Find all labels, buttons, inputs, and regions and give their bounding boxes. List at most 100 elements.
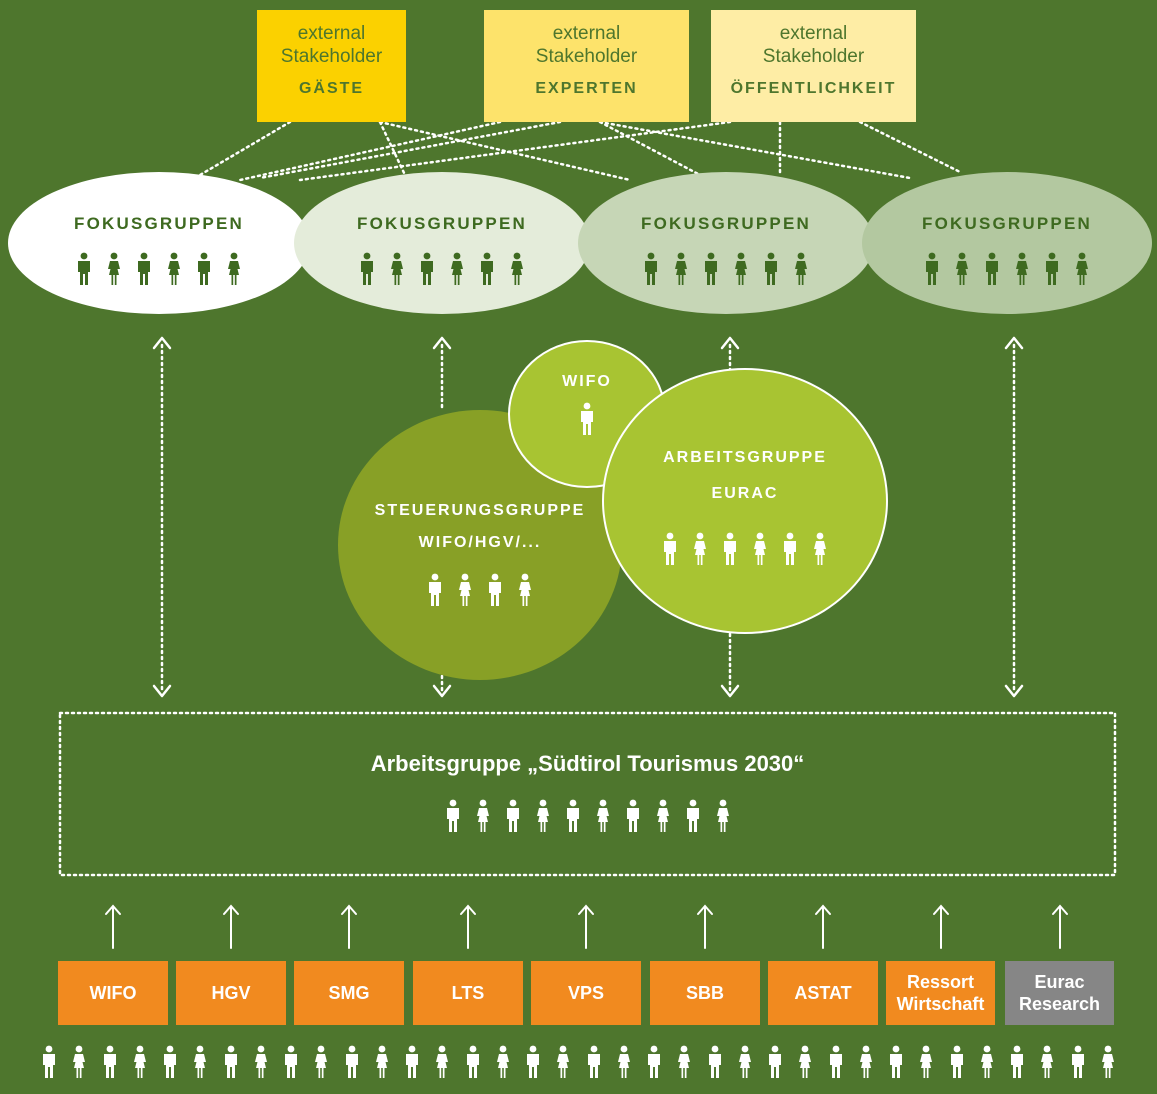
person-male-icon — [527, 1045, 539, 1078]
person-male-icon — [626, 799, 639, 832]
focus-group-label: FOKUSGRUPPEN — [357, 214, 527, 233]
arrow-up-icon — [1052, 904, 1068, 949]
organization-box: Ressort Wirtschaft — [886, 961, 995, 1025]
person-female-icon — [859, 1045, 872, 1078]
person-female-icon — [956, 252, 968, 285]
stakeholder-line1: external — [552, 23, 621, 44]
steering-group-label-1: STEUERUNGSGRUPPE — [374, 502, 586, 519]
organization-box: SMG — [294, 961, 404, 1025]
stakeholder-line2: Stakeholder — [535, 46, 638, 67]
organization-box: VPS — [531, 961, 641, 1025]
person-female-icon — [511, 252, 523, 285]
link-line — [858, 120, 962, 174]
person-male-icon — [784, 532, 796, 565]
person-male-icon — [686, 799, 699, 832]
person-male-icon — [1011, 1045, 1023, 1078]
people-row — [338, 573, 622, 607]
person-female-icon — [375, 1045, 388, 1078]
arrow-up-icon — [105, 904, 121, 949]
working-group-box: Arbeitsgruppe „Südtirol Tourismus 2030“ — [60, 713, 1115, 875]
person-female-icon — [391, 252, 403, 285]
person-male-icon — [645, 252, 657, 285]
person-female-icon — [596, 799, 609, 832]
person-female-icon — [716, 799, 729, 832]
eurac-group-label-1: ARBEITSGRUPPE — [663, 449, 827, 466]
person-male-icon — [769, 1045, 781, 1078]
arrow-up-icon — [815, 904, 831, 949]
person-female-icon — [168, 252, 180, 285]
organization-box: HGV — [176, 961, 286, 1025]
organization-label: VPS — [567, 983, 605, 1003]
person-female-icon — [675, 252, 687, 285]
arrow-up-head — [432, 336, 452, 350]
stakeholder-line2: Stakeholder — [280, 46, 383, 67]
person-female-icon — [228, 252, 240, 285]
person-male-icon — [361, 252, 373, 285]
person-female-icon — [754, 532, 766, 565]
person-female-icon — [254, 1045, 267, 1078]
organization-label: WIFO — [89, 983, 137, 1003]
organization-box: Eurac Research — [1005, 961, 1114, 1025]
person-male-icon — [890, 1045, 902, 1078]
person-female-icon — [656, 799, 669, 832]
working-group-title: Arbeitsgruppe „Südtirol Tourismus 2030“ — [370, 751, 805, 776]
person-female-icon — [108, 252, 120, 285]
organization-label: LTS — [451, 983, 485, 1003]
person-male-icon — [829, 1045, 842, 1078]
person-male-icon — [708, 1045, 721, 1078]
arrow-up-head — [1004, 336, 1024, 350]
link-line — [598, 120, 702, 177]
person-female-icon — [496, 1045, 509, 1078]
person-male-icon — [581, 402, 593, 435]
arrow-down-head — [152, 684, 172, 698]
person-female-icon — [536, 799, 549, 832]
person-male-icon — [406, 1045, 418, 1078]
person-female-icon — [436, 1045, 449, 1078]
eurac-group-label-2: EURAC — [711, 485, 779, 502]
person-male-icon — [705, 252, 717, 285]
person-male-icon — [446, 799, 459, 832]
person-male-icon — [43, 1045, 55, 1078]
focus-group-ellipse: FOKUSGRUPPEN — [578, 172, 874, 314]
focus-group-label: FOKUSGRUPPEN — [922, 214, 1092, 233]
person-female-icon — [194, 1045, 207, 1078]
person-female-icon — [738, 1045, 751, 1078]
arrow-up-icon — [460, 904, 476, 949]
person-male-icon — [1071, 1045, 1084, 1078]
person-male-icon — [926, 252, 938, 285]
person-male-icon — [421, 252, 433, 285]
steering-group-label-2: WIFO/HGV/... — [418, 534, 542, 551]
stakeholder-line1: external — [297, 23, 366, 44]
person-male-icon — [466, 1045, 479, 1078]
person-male-icon — [345, 1045, 358, 1078]
focus-group-ellipse: FOKUSGRUPPEN — [294, 172, 590, 314]
person-male-icon — [724, 532, 736, 565]
arrow-down-head — [720, 684, 740, 698]
arrow-up-head — [720, 336, 740, 350]
people-row — [8, 252, 310, 286]
stakeholder-box-gaeste: external Stakeholder GÄSTE — [257, 10, 406, 122]
stakeholder-name: ÖFFENTLICHKEIT — [730, 80, 897, 97]
person-male-icon — [224, 1045, 237, 1078]
person-female-icon — [694, 532, 706, 565]
stakeholder-line2: Stakeholder — [762, 46, 865, 67]
arrow-up-icon — [223, 904, 239, 949]
person-male-icon — [429, 573, 441, 606]
arrow-up-icon — [933, 904, 949, 949]
person-male-icon — [489, 573, 501, 606]
stakeholder-line1: external — [779, 23, 848, 44]
person-male-icon — [138, 252, 150, 285]
organization-box: SBB — [650, 961, 760, 1025]
arrow-down-head — [1004, 684, 1024, 698]
person-female-icon — [799, 1045, 812, 1078]
person-female-icon — [133, 1045, 146, 1078]
people-row — [510, 402, 664, 436]
person-female-icon — [1101, 1045, 1114, 1078]
person-female-icon — [315, 1045, 328, 1078]
person-male-icon — [648, 1045, 660, 1078]
people-row — [862, 252, 1152, 286]
stakeholder-box-oeffentlichkeit: external Stakeholder ÖFFENTLICHKEIT — [711, 10, 916, 122]
person-male-icon — [506, 799, 519, 832]
link-line — [198, 120, 292, 177]
